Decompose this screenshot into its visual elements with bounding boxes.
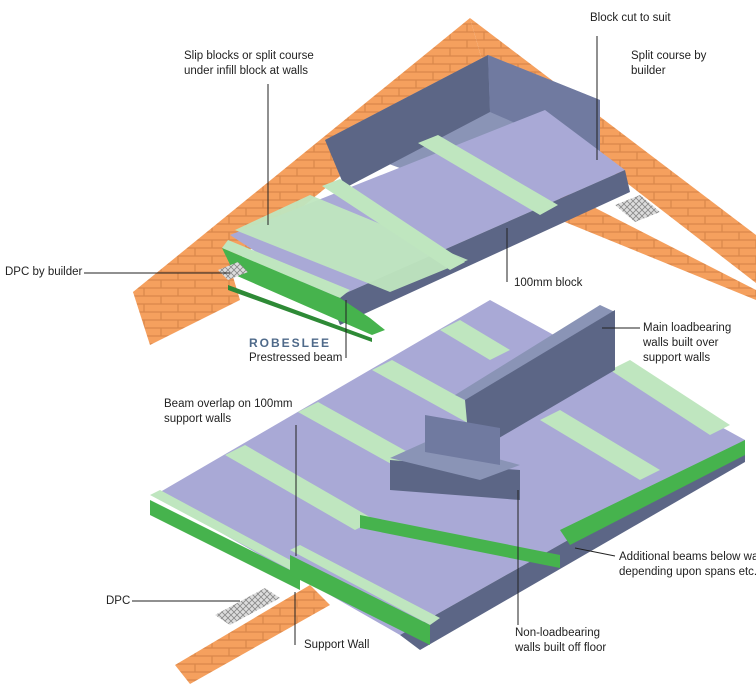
top-floor-slab-edge [330, 170, 630, 325]
label-slip-blocks-line1: Slip blocks or split course [184, 50, 314, 62]
bottom-beam-strip-5 [540, 410, 660, 480]
top-beam-strip-3 [418, 135, 558, 215]
label-additional-beams-line1: Additional beams below walls [619, 551, 756, 563]
label-dpc: DPC [106, 595, 131, 607]
label-slip-blocks-line2: under infill block at walls [184, 65, 309, 77]
right-brick-wall-lower [560, 190, 756, 300]
bottom-dpc [215, 588, 280, 625]
label-beam-overlap-line2: support walls [164, 413, 232, 425]
bottom-mid-beam [360, 515, 560, 568]
back-block-wall-face [325, 55, 490, 188]
support-brick-wall [175, 585, 330, 684]
top-left-dpc [218, 262, 248, 280]
top-assembly [133, 18, 756, 345]
top-front-beam-top [222, 240, 350, 298]
label-main-loadbearing-line1: Main loadbearing [643, 322, 732, 334]
bottom-front-beam-2-top [290, 545, 440, 625]
label-block-cut: Block cut to suit [590, 12, 671, 24]
bottom-right-beam [560, 440, 745, 545]
top-front-beam-side [222, 248, 385, 335]
bottom-beam-strip-1 [225, 445, 375, 530]
cross-wall-top [390, 440, 520, 480]
main-wall-top [455, 305, 615, 402]
leader-additional-beams [574, 547, 616, 557]
front-left-brick [133, 250, 240, 345]
label-split-course-line2: builder [631, 65, 666, 77]
label-support-wall: Support Wall [304, 639, 370, 651]
label-beam-overlap-line1: Beam overlap on 100mm [164, 398, 293, 410]
label-100mm-block: 100mm block [514, 277, 583, 289]
bottom-front-beam-1 [150, 500, 300, 590]
label-prestressed-beam: Prestressed beam [249, 352, 343, 364]
robeslee-brand: ROBESLEE [249, 336, 332, 350]
short-wall-face [425, 415, 500, 465]
top-beam-strip-4 [322, 179, 465, 270]
top-front-beam-foot [228, 285, 372, 342]
bottom-assembly [150, 300, 745, 684]
label-additional-beams-line2: depending upon spans etc. [619, 566, 756, 578]
label-split-course-line1: Split course by [631, 50, 707, 62]
bottom-beam-strip-4 [440, 320, 510, 360]
label-main-loadbearing-line2: walls built over [643, 337, 719, 349]
bottom-beam-strip-6 [610, 360, 730, 435]
bottom-front-beam-2 [290, 555, 430, 645]
top-right-dpc [615, 195, 660, 222]
top-beam-strip-1 [235, 195, 468, 292]
leader-lines [84, 36, 640, 645]
bottom-front-beam-1-top [150, 490, 305, 575]
label-non-loadbearing-line1: Non-loadbearing [515, 627, 601, 639]
label-main-loadbearing-line3: support walls [643, 352, 711, 364]
left-brick-wall [133, 18, 482, 330]
label-non-loadbearing-line2: walls built off floor [515, 642, 607, 654]
main-wall-face [465, 310, 615, 455]
label-dpc-by-builder: DPC by builder [5, 266, 83, 278]
